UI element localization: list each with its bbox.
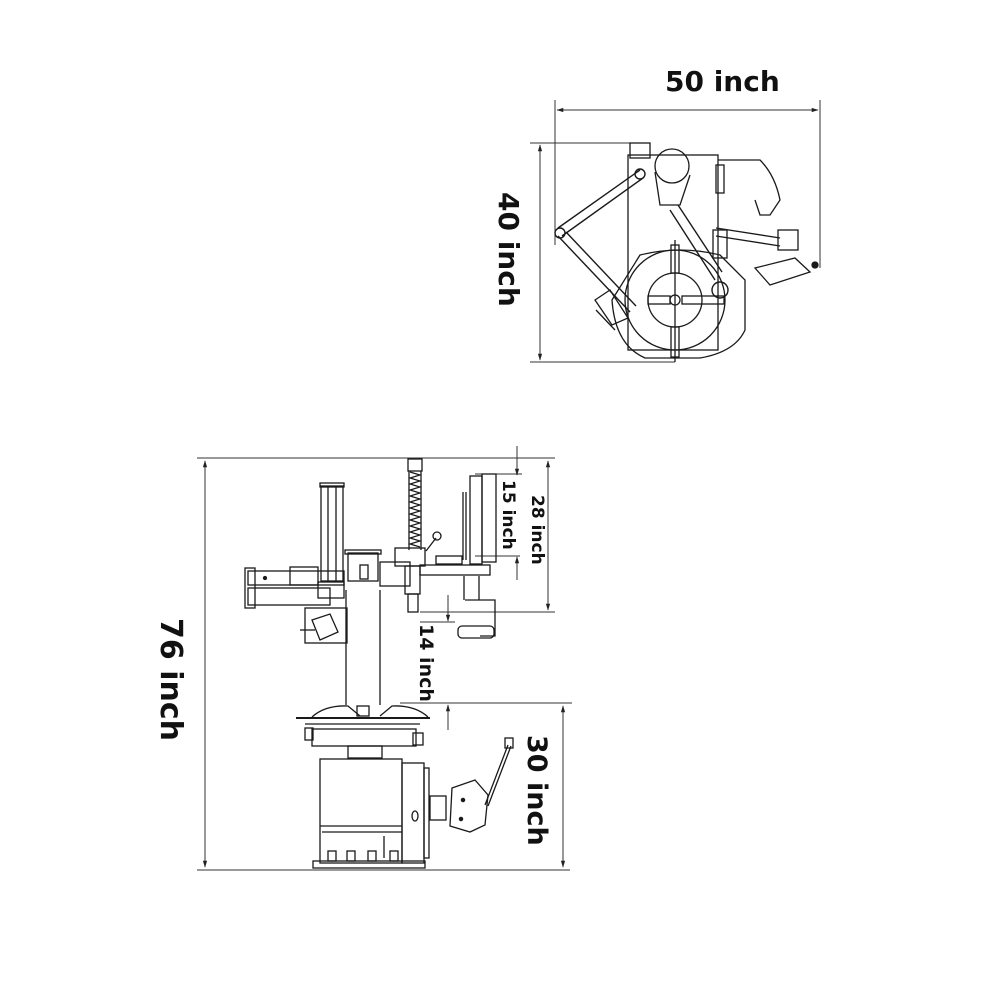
width-dimension-line xyxy=(554,100,821,268)
column-offset-label: 15 inch xyxy=(498,480,518,550)
arm-to-table-dimension-line xyxy=(420,595,455,730)
arm-to-table-label: 14 inch xyxy=(415,624,437,702)
arm-height-dimension-lines xyxy=(415,446,555,613)
spring-column xyxy=(407,458,442,552)
left-horizontal-arm xyxy=(244,566,348,644)
total-height-label: 76 inch xyxy=(153,618,188,741)
table-height-dimension-line xyxy=(400,702,572,868)
right-horizontal-arm xyxy=(419,473,497,639)
left-tower xyxy=(319,482,345,582)
top-depth-label: 40 inch xyxy=(492,192,525,307)
table-height-label: 30 inch xyxy=(521,735,552,846)
front-turntable xyxy=(296,705,430,759)
bead-breaker-arm xyxy=(712,159,819,286)
base-cabinet xyxy=(312,758,430,869)
top-view xyxy=(530,100,821,363)
inflation-gauge xyxy=(429,737,514,833)
mount-head xyxy=(344,547,426,613)
swing-arm-links xyxy=(554,168,729,313)
depth-dimension-line xyxy=(530,142,675,363)
motor-housing xyxy=(654,148,690,184)
arm-height-label: 28 inch xyxy=(527,495,547,565)
total-height-dimension-line xyxy=(197,457,570,871)
top-width-label: 50 inch xyxy=(665,65,780,98)
front-view xyxy=(197,446,572,871)
